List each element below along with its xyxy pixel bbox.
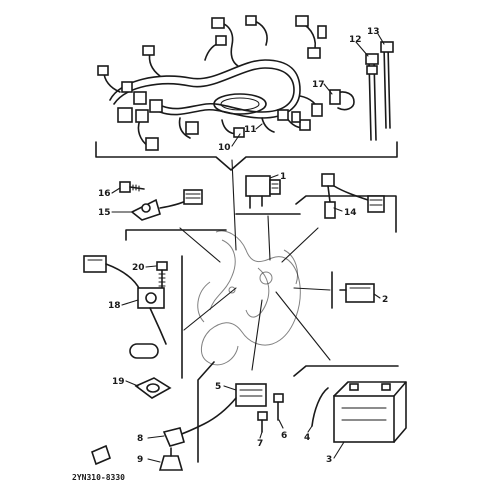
- callout-20: 20: [132, 263, 145, 273]
- callout-18: 18: [108, 301, 121, 311]
- callout-11: 11: [244, 125, 257, 135]
- vent-tube-part-4: [311, 387, 329, 427]
- callout-2: 2: [382, 295, 388, 305]
- harness-group-bracket: [95, 141, 398, 171]
- callout-6: 6: [281, 431, 287, 441]
- bolt-part-7: [257, 411, 268, 433]
- battery-part-3: [333, 381, 407, 443]
- leader-line-15: [179, 227, 221, 263]
- callout-7: 7: [257, 439, 263, 449]
- bolt-part-16: [119, 181, 145, 193]
- band-part-13: [380, 41, 394, 129]
- gasket-part-19: [134, 377, 172, 399]
- group-bracket-15-16: [125, 229, 227, 241]
- leader-line-1: [267, 215, 271, 261]
- fuse-part: [91, 444, 111, 466]
- group-bracket-14: [295, 195, 397, 233]
- callout-10: 10: [218, 143, 231, 153]
- leader-line-14: [281, 227, 319, 263]
- frame-outline: [197, 230, 301, 366]
- fuel-sender-part-18: [83, 255, 167, 359]
- callout-9: 9: [137, 455, 143, 465]
- callout-leaders: [111, 33, 385, 463]
- callout-8: 8: [137, 434, 143, 444]
- callout-17: 17: [312, 80, 325, 90]
- callout-14: 14: [344, 208, 357, 218]
- spark-plug-part-9: [158, 447, 184, 471]
- group-bracket-5-9: [197, 361, 215, 463]
- callout-19: 19: [112, 377, 125, 387]
- bolt-part-6: [273, 393, 284, 421]
- group-bracket-3-4: [293, 365, 399, 377]
- leader-line-5: [251, 299, 263, 371]
- band-part-12: [365, 53, 379, 141]
- callout-13: 13: [367, 27, 380, 37]
- wire-harness: [97, 15, 327, 151]
- callout-labels: 1 2 3 4 5 6 7 8 9 10 11 12 13 14 15 16 1…: [98, 27, 388, 465]
- callout-4: 4: [304, 433, 310, 443]
- callout-15: 15: [98, 208, 111, 218]
- leader-line-18: [183, 287, 237, 331]
- callout-12: 12: [349, 35, 362, 45]
- sensor-part-15: [130, 189, 203, 221]
- relay-part-1: [245, 175, 281, 209]
- leader-line-mid: [231, 159, 237, 251]
- callout-1: 1: [280, 172, 286, 182]
- callout-16: 16: [98, 189, 111, 199]
- leader-line-3: [275, 291, 331, 361]
- screw-part-20: [156, 261, 168, 291]
- harness-clamp-part-17: [329, 89, 355, 111]
- switch-part-14: [321, 173, 385, 219]
- part-code: 2YN310-8330: [72, 473, 125, 482]
- ignition-coil-part-5: [175, 383, 267, 437]
- callout-3: 3: [326, 455, 332, 465]
- plug-cap-part-8: [162, 427, 185, 447]
- flasher-part-2: [339, 283, 375, 303]
- callout-5: 5: [215, 382, 221, 392]
- leader-line-2: [293, 287, 331, 291]
